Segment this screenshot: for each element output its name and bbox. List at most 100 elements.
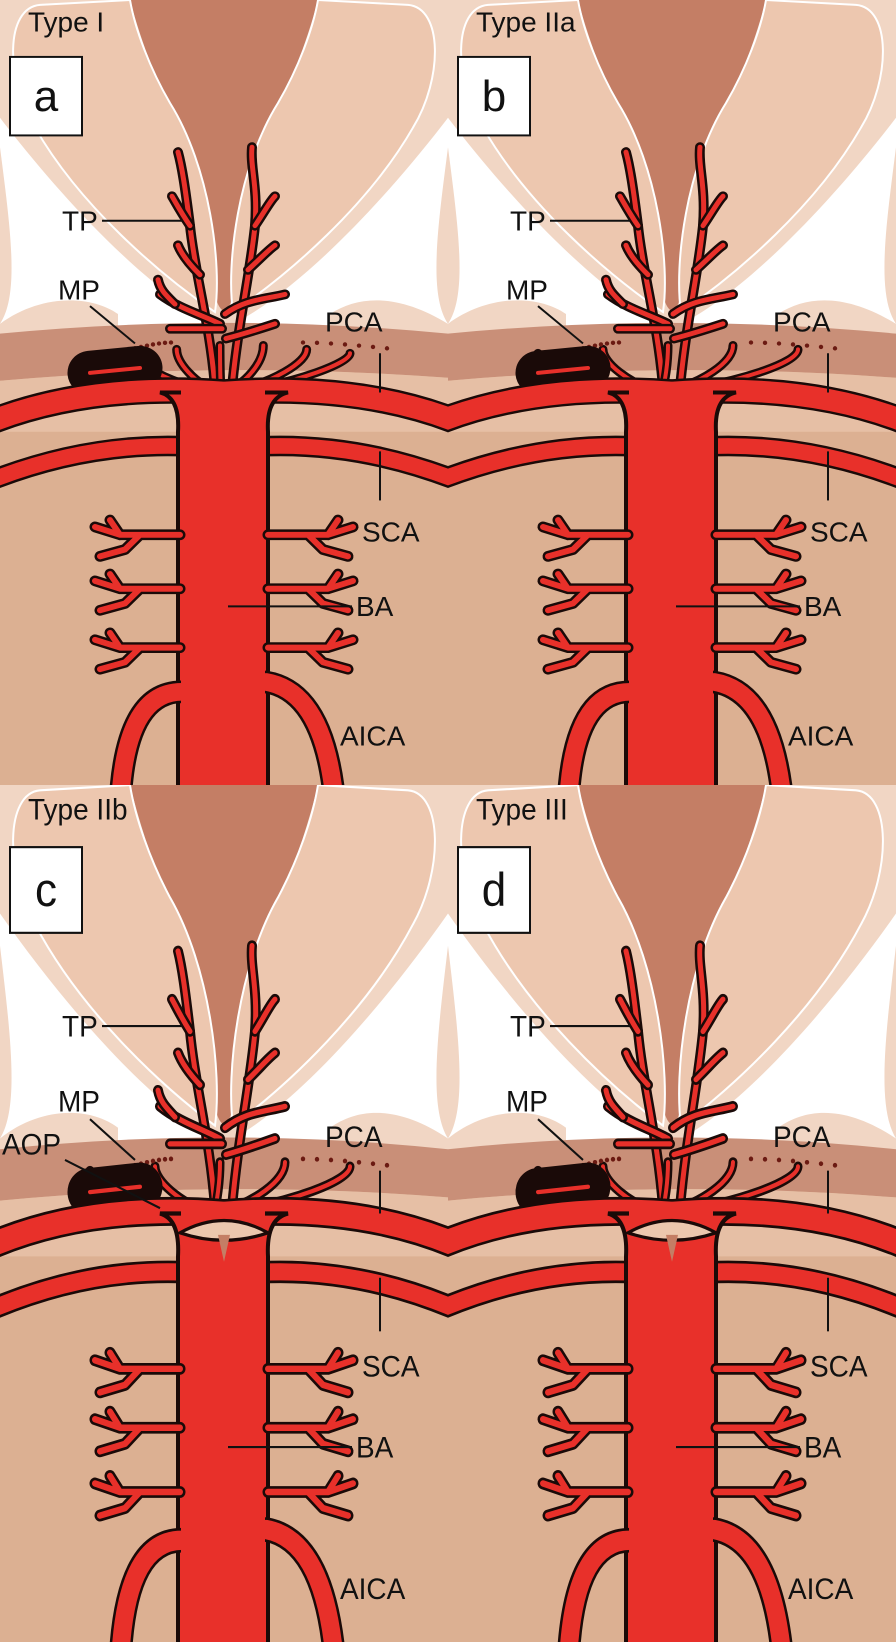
perforator-dot bbox=[776, 1157, 782, 1163]
pontine-branch-left-1-lumen bbox=[92, 1408, 183, 1455]
thalamoperforator-2 bbox=[621, 1047, 653, 1091]
mp-lateral-branch-left bbox=[67, 1162, 163, 1217]
pontine-branch-left-0 bbox=[537, 514, 634, 562]
thalamoperforator-10-lumen bbox=[223, 321, 278, 341]
label-aica: AICA bbox=[788, 721, 854, 752]
mp-lateral-branch-left bbox=[67, 345, 163, 395]
arch-gap-tissue bbox=[666, 1234, 678, 1262]
aica-left-lumen bbox=[560, 1530, 639, 1642]
thalamoperforator-0 bbox=[173, 147, 220, 393]
panel-letter-box bbox=[457, 55, 531, 137]
thalamoperforator-1-lumen bbox=[169, 193, 193, 229]
perforator-dots bbox=[132, 340, 390, 351]
pontine-branch-left-1 bbox=[89, 1405, 186, 1458]
thalamoperforator-4 bbox=[250, 993, 280, 1037]
thalamoperforator-2 bbox=[173, 1047, 205, 1091]
thalamoperforator-2-lumen bbox=[175, 242, 203, 278]
arch-gap-tissue bbox=[218, 1234, 230, 1262]
thalamoperforator-1 bbox=[167, 993, 195, 1037]
perforator-dot bbox=[150, 342, 156, 347]
leader-mp bbox=[537, 305, 584, 345]
perforator-dot bbox=[162, 340, 168, 345]
pontine-branch-left-2 bbox=[89, 1470, 186, 1522]
pontine-branch-right-1-lumen bbox=[713, 1408, 804, 1455]
label-sca: SCA bbox=[810, 517, 868, 548]
label-mp: MP bbox=[506, 1086, 548, 1119]
thalamoperforator-0-lumen bbox=[175, 948, 218, 1211]
thalamoperforator-1 bbox=[615, 191, 643, 231]
thalamoperforator-7 bbox=[601, 274, 628, 310]
aica-left-lumen bbox=[112, 1530, 191, 1642]
panel-letter: d bbox=[482, 864, 506, 917]
thalamoperforator-5 bbox=[243, 1047, 280, 1085]
panel-type-label: Type III bbox=[476, 793, 568, 826]
thalamoperforator-0-lumen bbox=[623, 149, 666, 391]
panel-letter-box bbox=[9, 55, 83, 137]
leader-mp bbox=[89, 305, 136, 345]
aica-right-lumen bbox=[257, 1519, 342, 1642]
thalamoperforator-2 bbox=[621, 240, 653, 280]
perforator-dot bbox=[790, 1158, 796, 1164]
pontine-branch-right-1-lumen bbox=[713, 571, 804, 614]
thalamoperforator-1 bbox=[167, 191, 195, 231]
superior-cerebellar-artery-right bbox=[695, 1260, 896, 1318]
thalamoperforator-1 bbox=[615, 993, 643, 1037]
mammillary-stalk bbox=[578, 785, 766, 1125]
thalamoperforator-10 bbox=[669, 1133, 728, 1160]
label-mp: MP bbox=[58, 275, 100, 306]
thalamoperforator-8-lumen bbox=[222, 291, 288, 317]
thalamoperforator-5-lumen bbox=[245, 242, 278, 273]
thalamoperforator-2-lumen bbox=[623, 242, 651, 278]
superior-cerebellar-artery-left bbox=[448, 1260, 649, 1318]
thalamoperforator-1-lumen bbox=[169, 996, 193, 1035]
pontine-branch-left-2 bbox=[89, 627, 186, 675]
label-tp: TP bbox=[510, 206, 546, 237]
label-pca: PCA bbox=[325, 1121, 383, 1154]
panel-letter-box bbox=[9, 846, 83, 934]
label-tp: TP bbox=[62, 206, 98, 237]
aica-right bbox=[702, 1517, 793, 1642]
pontine-branch-left-0-lumen bbox=[92, 1349, 183, 1396]
mp-lateral-branch-left bbox=[515, 345, 611, 395]
pontine-branch-right-2-lumen bbox=[713, 1472, 804, 1519]
pontine-branch-right-2-lumen bbox=[713, 629, 804, 673]
pontine-branch-right-1 bbox=[710, 1405, 807, 1458]
thalamoperforator-4 bbox=[698, 191, 728, 231]
pontine-branch-left-2-lumen bbox=[540, 629, 631, 673]
pontine-branch-left-1 bbox=[537, 1405, 634, 1458]
aica-right bbox=[702, 670, 793, 785]
pontine-branch-left-1 bbox=[89, 568, 186, 616]
thalamoperforator-2-lumen bbox=[175, 1050, 203, 1088]
pontine-branch-right-1 bbox=[710, 568, 807, 616]
superior-cerebellar-artery-left bbox=[448, 435, 649, 489]
thalamoperforator-4-lumen bbox=[252, 193, 278, 229]
pontine-branch-left-0 bbox=[89, 1346, 186, 1399]
thalamoperforator-8-lumen bbox=[222, 1103, 288, 1131]
panel-type-label: Type I bbox=[28, 7, 104, 38]
aica-right bbox=[254, 670, 345, 785]
thalamoperforator-3 bbox=[675, 142, 709, 393]
aica-left bbox=[557, 1527, 642, 1642]
thalamoperforator-10-lumen bbox=[671, 1135, 726, 1158]
thalamoperforator-3-lumen bbox=[677, 144, 707, 391]
thalamoperforator-4 bbox=[698, 993, 728, 1037]
pontine-branch-right-1 bbox=[262, 568, 359, 616]
leader-aop bbox=[64, 1158, 161, 1210]
perforator-dot bbox=[384, 346, 390, 351]
thalamoperforator-10-lumen bbox=[671, 321, 726, 341]
pontine-branch-right-1-lumen bbox=[265, 571, 356, 614]
superior-cerebellar-artery-left-lumen bbox=[448, 438, 646, 486]
pontine-branch-left-0-lumen bbox=[92, 517, 183, 560]
pontine-branch-left-0-lumen bbox=[540, 1349, 631, 1396]
cistern-space bbox=[448, 117, 896, 339]
basilar-artery-fill bbox=[181, 387, 265, 781]
thalamoperforator-0-lumen bbox=[175, 149, 218, 391]
pontine-branch-right-2 bbox=[262, 1470, 359, 1522]
cistern-space bbox=[0, 117, 448, 339]
perforator-dot bbox=[342, 1158, 348, 1164]
perforator-dot bbox=[776, 341, 782, 346]
mp-lateral-branch-left-lumen bbox=[88, 366, 142, 375]
